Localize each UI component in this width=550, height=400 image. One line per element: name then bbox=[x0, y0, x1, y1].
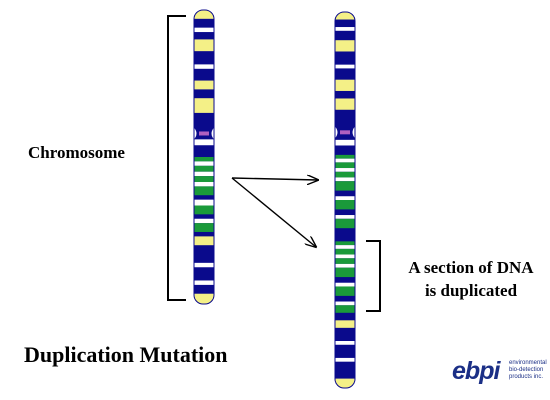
white-band bbox=[335, 196, 355, 200]
yellow-band bbox=[194, 98, 214, 113]
white-band bbox=[335, 177, 355, 182]
logo-letter-p: p bbox=[479, 357, 494, 385]
green-band bbox=[194, 205, 214, 215]
white-band bbox=[335, 245, 355, 249]
green-band bbox=[335, 241, 355, 246]
ebpi-logo: ebpi environmental bio-detection product… bbox=[452, 357, 548, 387]
duplicated-section-label: A section of DNA is duplicated bbox=[392, 256, 550, 302]
white-band bbox=[194, 27, 214, 33]
green-band bbox=[335, 305, 355, 313]
white-band bbox=[194, 280, 214, 285]
green-band bbox=[335, 171, 355, 178]
green-band bbox=[194, 176, 214, 182]
green-band bbox=[194, 157, 214, 162]
white-band bbox=[335, 139, 355, 146]
green-band bbox=[335, 218, 355, 229]
logo-tagline-line-1: environmental bbox=[509, 360, 547, 366]
mutated-chromosome bbox=[334, 11, 356, 389]
green-band bbox=[194, 186, 214, 196]
yellow-band bbox=[194, 80, 214, 90]
white-band bbox=[194, 262, 214, 268]
arrow-to-duplicated-section bbox=[231, 177, 316, 247]
yellow-band bbox=[335, 12, 355, 20]
duplicated-label-line-1: A section of DNA bbox=[408, 258, 534, 277]
logo-letter-b: b bbox=[464, 357, 480, 385]
yellow-band bbox=[194, 10, 214, 19]
page-title: Duplication Mutation bbox=[24, 342, 228, 367]
logo-wordmark: ebpi bbox=[452, 357, 500, 385]
white-band bbox=[335, 254, 355, 259]
green-band bbox=[335, 181, 355, 191]
green-band bbox=[335, 200, 355, 210]
duplicated-label-line-2: is duplicated bbox=[424, 281, 518, 300]
white-band bbox=[194, 171, 214, 177]
green-band bbox=[335, 267, 355, 278]
original-chromosome bbox=[193, 9, 215, 305]
green-band bbox=[335, 162, 355, 169]
white-band bbox=[335, 27, 355, 31]
white-band bbox=[194, 181, 214, 187]
green-band bbox=[335, 258, 355, 264]
white-band bbox=[194, 161, 214, 166]
white-band bbox=[335, 64, 355, 69]
green-band bbox=[194, 165, 214, 172]
chromosome-outline bbox=[193, 9, 215, 305]
chromosome-label: Chromosome bbox=[28, 143, 125, 162]
centromere bbox=[340, 130, 350, 135]
yellow-band bbox=[194, 293, 214, 304]
white-band bbox=[194, 139, 214, 146]
green-band bbox=[194, 223, 214, 232]
logo-tagline-line-2: bio-detection bbox=[509, 367, 544, 373]
yellow-band bbox=[335, 98, 355, 110]
chromosome-outline bbox=[334, 11, 356, 389]
white-band bbox=[335, 158, 355, 163]
logo-letter-e: e bbox=[452, 357, 466, 385]
yellow-band bbox=[335, 79, 355, 91]
logo-letter-i: i bbox=[493, 357, 500, 385]
green-band bbox=[335, 248, 355, 255]
arrow-to-original-section bbox=[231, 178, 318, 180]
white-band bbox=[335, 168, 355, 172]
yellow-band bbox=[194, 236, 214, 246]
white-band bbox=[335, 357, 355, 362]
logo-tagline: environmental bio-detection products inc… bbox=[509, 360, 549, 381]
chromosome-bracket bbox=[167, 15, 186, 301]
white-band bbox=[194, 64, 214, 69]
green-band bbox=[335, 154, 355, 159]
green-band bbox=[335, 286, 355, 296]
centromere bbox=[199, 131, 209, 136]
duplicated-section-bracket bbox=[366, 240, 381, 312]
yellow-band bbox=[335, 40, 355, 52]
white-band bbox=[335, 263, 355, 268]
white-band bbox=[335, 301, 355, 306]
yellow-band bbox=[335, 320, 355, 328]
yellow-band bbox=[194, 39, 214, 52]
white-band bbox=[194, 199, 214, 206]
yellow-band bbox=[335, 378, 355, 388]
white-band bbox=[194, 218, 214, 224]
white-band bbox=[335, 341, 355, 345]
white-band bbox=[335, 282, 355, 287]
white-band bbox=[335, 215, 355, 219]
logo-tagline-line-3: products inc. bbox=[509, 374, 544, 380]
